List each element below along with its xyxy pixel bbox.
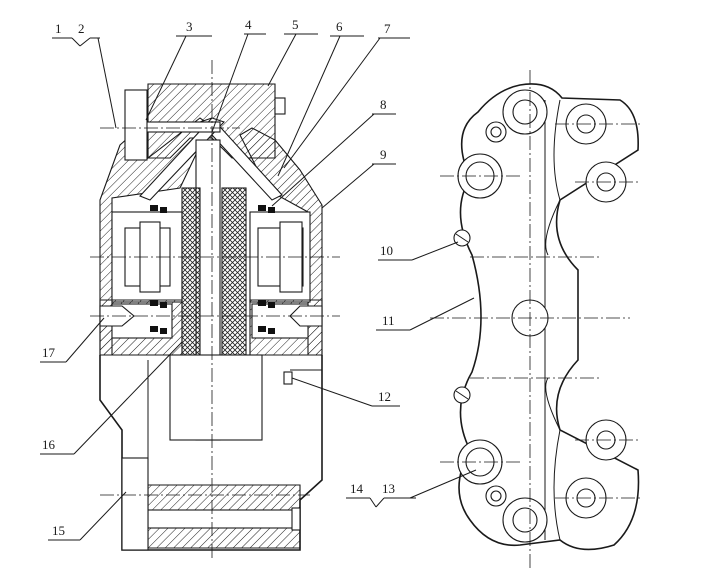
callout-5: 5 [292,17,299,32]
callout-16: 16 [42,437,56,452]
callout-leaders [40,33,477,541]
callout-17: 17 [42,345,56,360]
callout-10: 10 [380,243,393,258]
callout-11: 11 [382,313,395,328]
upper-bolt [137,121,221,133]
caliper-plan-view [430,70,640,570]
callout-7: 7 [384,21,391,36]
fluid-passage [199,117,283,201]
callout-8: 8 [380,97,387,112]
callout-14: 14 [350,481,364,496]
caliper-section-view [90,60,340,560]
callout-12: 12 [378,389,391,404]
callout-6: 6 [336,19,343,34]
callout-15: 15 [52,523,65,538]
callout-9: 9 [380,147,387,162]
callout-1: 1 [55,21,62,36]
callout-13: 13 [382,481,395,496]
callout-2: 2 [78,21,85,36]
caliper-outline [458,83,640,551]
callout-3: 3 [186,19,193,34]
brake-pad-right [221,187,247,361]
caliper-mount-body [99,355,323,551]
brake-pad-left [181,187,201,361]
clamp-bolt [147,509,295,529]
callout-4: 4 [245,17,252,32]
piston-seals [150,205,275,334]
callout-labels: 1 2 3 4 5 6 7 8 9 10 11 12 13 14 15 16 1… [42,17,395,538]
